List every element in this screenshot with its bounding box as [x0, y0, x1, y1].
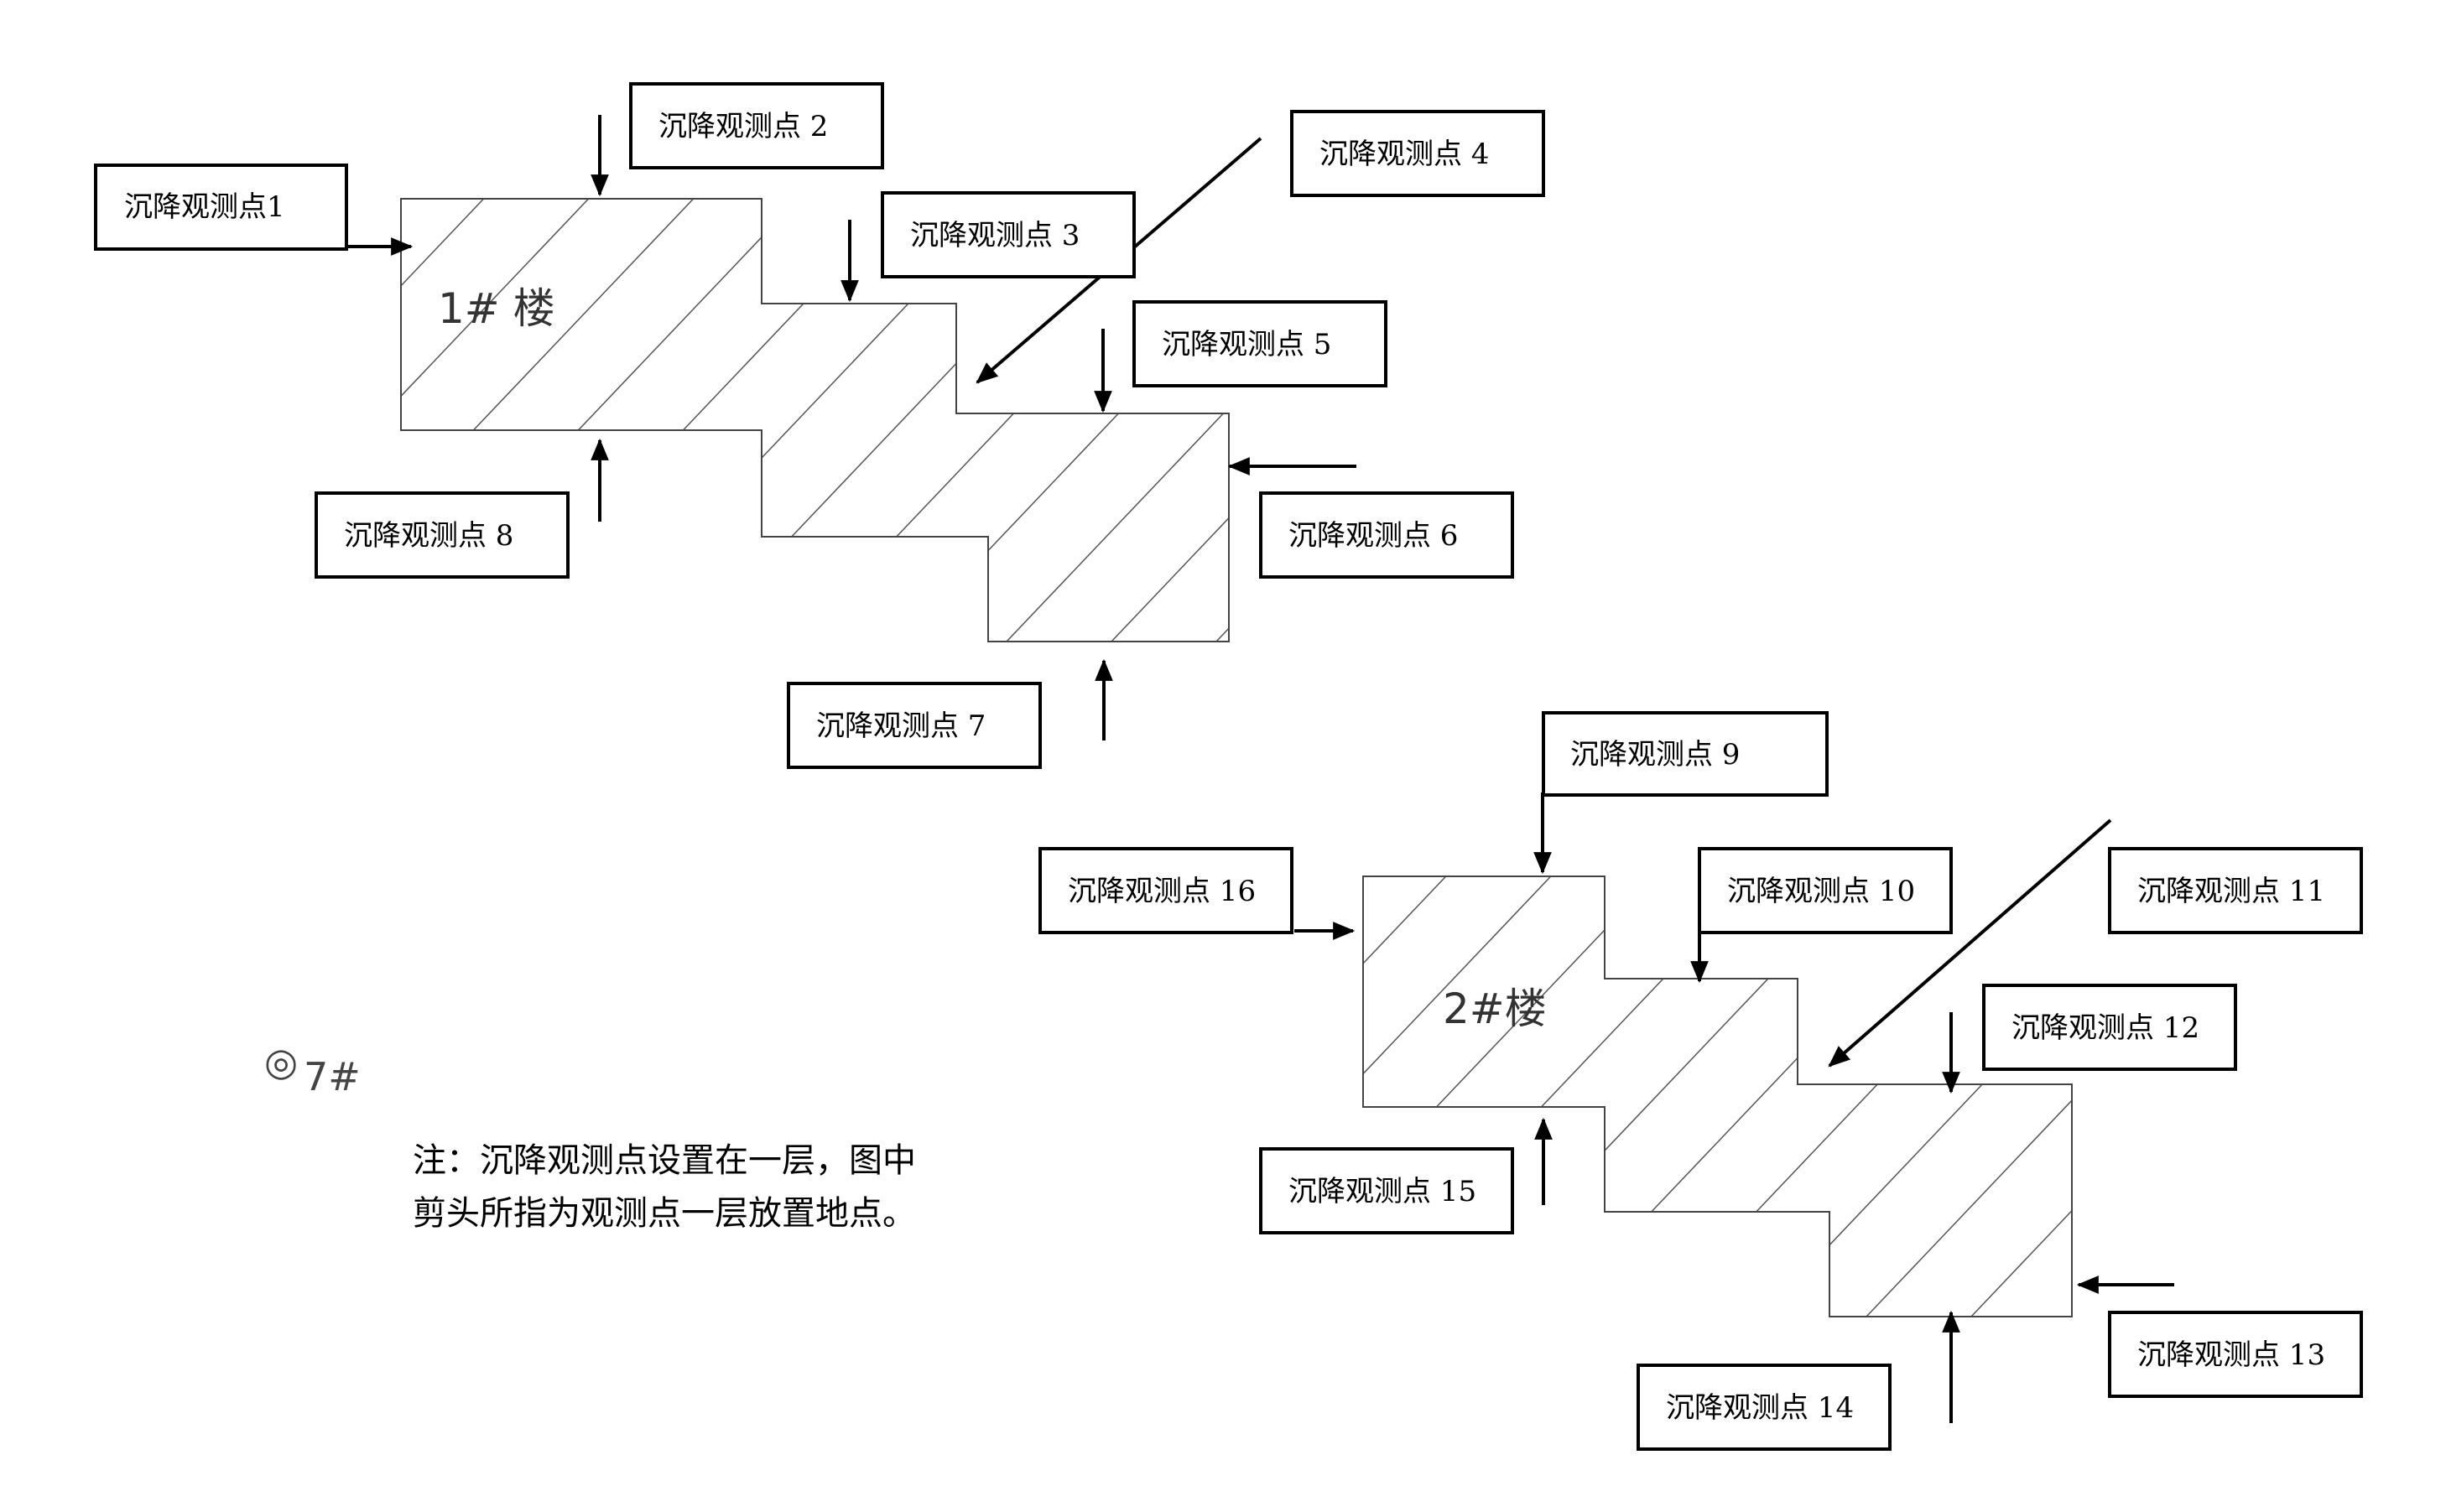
marker-7-symbol: ◎ [264, 1039, 298, 1084]
svg-text:沉降观测点 15: 沉降观测点 15 [1288, 1175, 1476, 1208]
hatch-line [1656, 876, 2072, 1317]
note-line-2: 剪头所指为观测点一层放置地点。 [413, 1194, 916, 1233]
svg-text:沉降观测点 4: 沉降观测点 4 [1319, 138, 1489, 171]
hatch-line [401, 199, 695, 642]
label-point-2: 沉降观测点 2 [629, 82, 884, 169]
hatch-line [1363, 876, 1447, 1317]
marker-7-label: 7# [304, 1054, 361, 1099]
hatch-line [1111, 199, 1229, 642]
svg-text:沉降观测点 2: 沉降观测点 2 [658, 110, 828, 143]
label-point-5: 沉降观测点 5 [1132, 300, 1387, 387]
svg-text:沉降观测点 7: 沉降观测点 7 [816, 709, 986, 743]
svg-text:沉降观测点 13: 沉降观测点 13 [2137, 1338, 2325, 1372]
label-point-14: 沉降观测点 14 [1637, 1364, 1892, 1451]
note-line-1: 注：沉降观测点设置在一层，图中 [413, 1141, 916, 1180]
hatch-line [1551, 876, 1971, 1317]
svg-text:沉降观测点1: 沉降观测点1 [124, 190, 285, 224]
hatch-line [1363, 876, 1552, 1317]
label-point-15: 沉降观测点 15 [1259, 1147, 1514, 1234]
svg-text:沉降观测点 3: 沉降观测点 3 [910, 219, 1080, 252]
building-1-label: 1# 楼 [438, 284, 555, 333]
label-point-3: 沉降观测点 3 [881, 191, 1136, 278]
building-2-hatch [923, 876, 2446, 1317]
building-2: 2#楼 [923, 876, 2446, 1317]
svg-text:沉降观测点 9: 沉降观测点 9 [1570, 738, 1740, 772]
hatch-line [1761, 876, 2072, 1317]
hatch-line [1363, 876, 1657, 1317]
hatch-line [2076, 876, 2446, 1317]
note: 注：沉降观测点设置在一层，图中 剪头所指为观测点一层放置地点。 [413, 1141, 916, 1233]
svg-text:沉降观测点 8: 沉降观测点 8 [344, 519, 513, 553]
svg-text:沉降观测点 5: 沉降观测点 5 [1162, 328, 1331, 361]
label-point-7: 沉降观测点 7 [787, 682, 1042, 769]
svg-text:沉降观测点 6: 沉降观测点 6 [1288, 519, 1458, 553]
svg-text:沉降观测点 11: 沉降观测点 11 [2137, 875, 2325, 908]
building-1-outline [400, 198, 1230, 642]
building-2-outline [1362, 876, 2073, 1317]
building-2-label: 2#楼 [1443, 985, 1547, 1033]
svg-text:沉降观测点 10: 沉降观测点 10 [1727, 875, 1915, 908]
label-point-11: 沉降观测点 11 [2108, 847, 2363, 934]
label-point-4: 沉降观测点 4 [1290, 110, 1545, 197]
label-point-16: 沉降观测点 16 [1038, 847, 1293, 934]
hatch-line [923, 876, 1341, 1317]
label-point-12: 沉降观测点 12 [1982, 984, 2237, 1071]
label-point-8: 沉降观测点 8 [315, 491, 570, 579]
label-point-6: 沉降观测点 6 [1259, 491, 1514, 579]
hatch-line [401, 199, 590, 642]
marker-7: ◎ 7# [264, 1039, 361, 1099]
hatch-line [1363, 876, 1762, 1317]
svg-text:沉降观测点 14: 沉降观测点 14 [1666, 1391, 1854, 1425]
label-point-13: 沉降观测点 13 [2108, 1311, 2363, 1398]
svg-text:沉降观测点 12: 沉降观测点 12 [2011, 1011, 2199, 1045]
label-point-1: 沉降观测点1 [94, 164, 348, 251]
label-point-9: 沉降观测点 9 [1542, 711, 1829, 797]
hatch-line [1006, 199, 1229, 642]
svg-text:沉降观测点 16: 沉降观测点 16 [1068, 875, 1256, 908]
hatch-line [1866, 876, 2072, 1317]
hatch-line [401, 199, 485, 642]
arrow-point-11 [1828, 818, 2112, 1068]
hatch-line [1970, 876, 2072, 1317]
label-boxes: 沉降观测点1 沉降观测点 2 沉降观测点 3 沉降观测点 4 沉降观测点 5 沉… [94, 82, 2363, 1451]
label-point-10: 沉降观测点 10 [1698, 847, 1953, 934]
hatch-line [1446, 876, 1866, 1317]
